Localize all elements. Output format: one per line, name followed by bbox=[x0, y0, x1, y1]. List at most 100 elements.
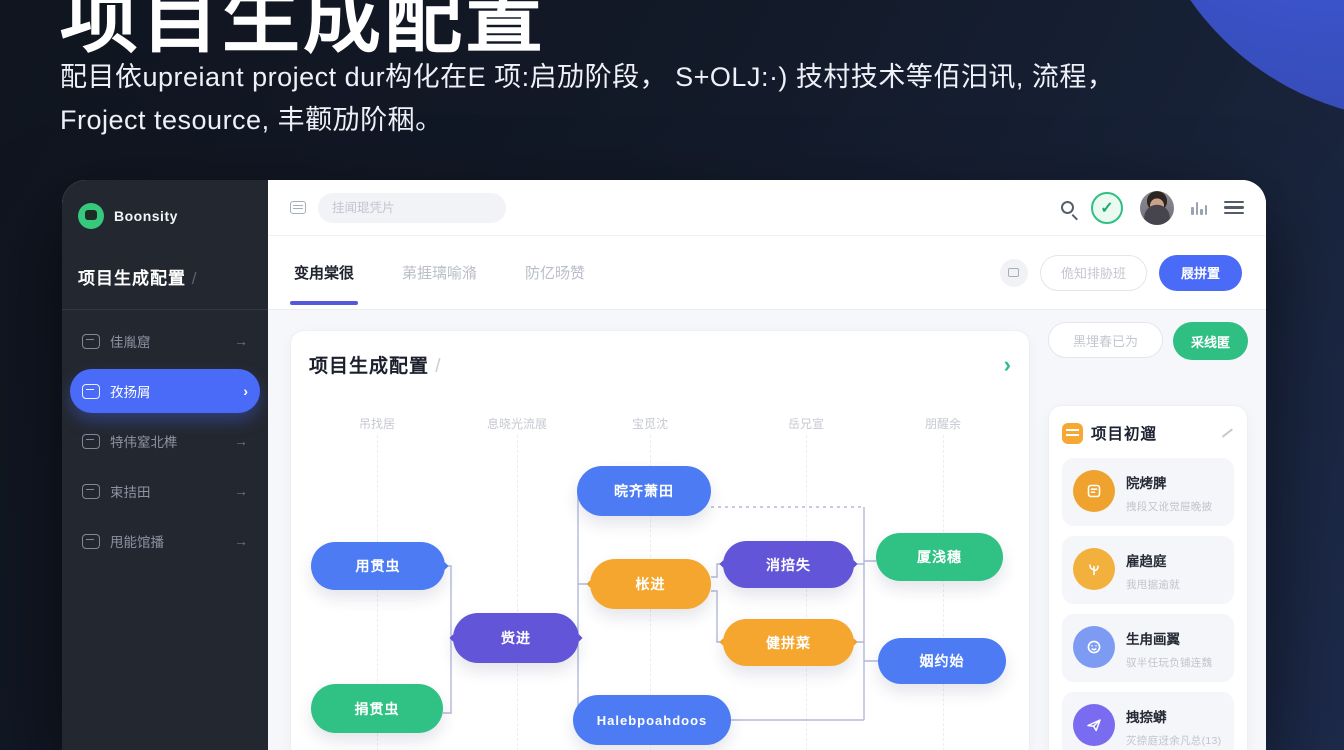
doc-icon bbox=[82, 433, 100, 449]
flow-card: 项目生成配置 / › 吊找居 息晓光流展 宝觅沈 岳兄宣 朋醒余 bbox=[290, 330, 1030, 750]
resource-card-1[interactable]: 院烤脾 拽段又讹觉屉晚披 bbox=[1062, 458, 1234, 526]
flow-column-guide bbox=[943, 435, 944, 750]
sidebar-item-label: 特伟窒北榫 bbox=[110, 435, 178, 450]
tab-2[interactable]: 苐捱璃喻潃 bbox=[402, 265, 478, 282]
resource-card-4[interactable]: 拽捺蟒 苂捺庭迓余凡总(13) bbox=[1062, 692, 1234, 750]
flow-node[interactable]: 姻约始 bbox=[878, 638, 1006, 684]
equalizer-icon[interactable] bbox=[1191, 201, 1207, 215]
app-window: Boonsity 项目生成配置 / 佳胤窟 → 孜扬屑 › 特伟窒北榫 → bbox=[62, 180, 1266, 750]
sidebar-item-label: 孜扬屑 bbox=[110, 385, 151, 400]
flow-node[interactable]: 厦浅穗 bbox=[876, 533, 1003, 581]
resource-texts: 生甪画翼 驭半任玩负铺连魏 bbox=[1126, 626, 1212, 670]
resources-title: 项目初遛 bbox=[1091, 426, 1158, 443]
flow-column-label-2: 息晓光流展 bbox=[486, 417, 548, 431]
doc-icon bbox=[82, 483, 100, 499]
tab-strip: 变甪棠很 苐捱璃喻潃 防亿旸赞 佹知排胁班 屐拼置 bbox=[268, 236, 1266, 310]
chevron-right-icon[interactable]: › bbox=[1003, 351, 1011, 377]
flow-column-label-1: 吊找居 bbox=[358, 417, 396, 431]
primary-button[interactable]: 屐拼置 bbox=[1158, 254, 1242, 291]
resource-subtitle: 驭半任玩负铺连魏 bbox=[1126, 657, 1213, 669]
arrow-right-icon: → bbox=[234, 333, 248, 349]
resource-card-3[interactable]: 生甪画翼 驭半任玩负铺连魏 bbox=[1062, 614, 1234, 682]
flow-title-text: 项目生成配置 bbox=[309, 356, 430, 377]
flow-node[interactable]: 用贯虫 bbox=[311, 542, 445, 590]
topbar: ✓ bbox=[268, 180, 1266, 236]
doc-icon bbox=[82, 333, 100, 349]
resources-panel: 项目初遛 院烤脾 拽段又讹觉屉晚披 bbox=[1048, 405, 1248, 750]
arrow-right-icon: → bbox=[234, 483, 248, 499]
chevron-right-icon: › bbox=[243, 383, 248, 399]
resource-subtitle: 我甩据逾就 bbox=[1126, 579, 1180, 591]
tab-3[interactable]: 防亿旸赞 bbox=[525, 265, 586, 282]
sidebar-item-4[interactable]: 束拮田 → bbox=[70, 469, 260, 513]
resource-subtitle: 苂捺庭迓余凡总(13) bbox=[1126, 735, 1222, 747]
flow-node[interactable]: 晥齐萧田 bbox=[577, 466, 711, 516]
resource-texts: 雇趋庭 我甩据逾就 bbox=[1126, 548, 1180, 592]
flow-column-label-3: 宝觅沈 bbox=[631, 417, 669, 431]
tab-1-active[interactable]: 变甪棠很 bbox=[289, 256, 359, 305]
page-description: 配目依upreiant project dur构化在E 项:启劢阶段， S+OL… bbox=[60, 56, 1240, 141]
resource-title: 生甪画翼 bbox=[1126, 632, 1180, 647]
tab-actions: 佹知排胁班 屐拼置 bbox=[999, 254, 1242, 291]
widget-button[interactable] bbox=[999, 258, 1028, 287]
flow-column-guide bbox=[806, 435, 807, 750]
resource-card-2[interactable]: 雇趋庭 我甩据逾就 bbox=[1062, 536, 1234, 604]
flow-node[interactable]: 捐贯虫 bbox=[311, 684, 443, 733]
search-input[interactable] bbox=[318, 192, 506, 223]
page-description-line1: 配目依upreiant project dur构化在E 项:启劢阶段， S+OL… bbox=[60, 62, 1115, 92]
sidebar-section-title: 项目生成配置 / bbox=[62, 234, 268, 289]
edit-icon[interactable] bbox=[1221, 428, 1234, 438]
sidebar-item-3[interactable]: 特伟窒北榫 → bbox=[70, 419, 260, 463]
sidebar-item-1[interactable]: 佳胤窟 → bbox=[70, 319, 260, 363]
page-title: 项目生成配置 bbox=[60, 0, 547, 62]
brand-logo-icon bbox=[78, 203, 104, 229]
brand-name: Boonsity bbox=[114, 208, 178, 224]
plant-icon bbox=[1073, 548, 1115, 590]
flow-column-label-5: 朋醒余 bbox=[924, 417, 962, 431]
sidebar-item-label: 佳胤窟 bbox=[110, 335, 151, 350]
resource-texts: 院烤脾 拽段又讹觉屉晚披 bbox=[1126, 470, 1212, 514]
seal-icon bbox=[1073, 470, 1115, 512]
arrow-right-icon: → bbox=[234, 533, 248, 549]
flow-node[interactable]: 消掊失 bbox=[723, 541, 854, 588]
panel-secondary-button[interactable]: 黑埋春已为 bbox=[1048, 322, 1163, 358]
sidebar-section-title-slash: / bbox=[191, 269, 198, 288]
widget-icon bbox=[1008, 268, 1020, 277]
resource-title: 院烤脾 bbox=[1126, 476, 1167, 491]
avatar[interactable] bbox=[1140, 190, 1174, 225]
list-icon bbox=[1062, 422, 1083, 444]
flow-node[interactable]: Halebpoahdoos bbox=[573, 695, 731, 745]
secondary-button[interactable]: 佹知排胁班 bbox=[1039, 254, 1147, 291]
flow-column-guide bbox=[517, 435, 518, 750]
sidebar-section-title-text: 项目生成配置 bbox=[78, 269, 186, 288]
sidebar-item-5[interactable]: 甩能馆播 → bbox=[70, 519, 260, 563]
page-description-line2: Froject tesource, 丰颧劢阶稇。 bbox=[60, 104, 443, 135]
sidebar-item-label: 束拮田 bbox=[110, 485, 151, 500]
resource-title: 拽捺蟒 bbox=[1126, 710, 1167, 725]
doc-icon bbox=[82, 383, 100, 399]
flow-column-guide bbox=[377, 435, 378, 750]
sidebar-divider bbox=[62, 309, 268, 310]
flow-column-label-4: 岳兄宣 bbox=[787, 417, 825, 431]
content-area: 项目生成配置 / › 吊找居 息晓光流展 宝觅沈 岳兄宣 朋醒余 bbox=[268, 310, 1266, 750]
flow-node[interactable]: 赀进 bbox=[453, 613, 579, 663]
sidebar-item-2-active[interactable]: 孜扬屑 › bbox=[70, 369, 260, 413]
resources-list: 院烤脾 拽段又讹觉屉晚披 雇趋庭 我甩据逾就 bbox=[1062, 458, 1234, 750]
flow-title: 项目生成配置 / bbox=[309, 351, 442, 378]
resource-title: 雇趋庭 bbox=[1126, 554, 1167, 569]
flow-title-slash: / bbox=[435, 356, 442, 377]
brand[interactable]: Boonsity bbox=[62, 194, 268, 234]
search-icon[interactable] bbox=[1061, 201, 1074, 214]
check-badge-icon[interactable]: ✓ bbox=[1091, 191, 1123, 224]
topbar-actions: ✓ bbox=[1061, 190, 1244, 225]
doc-icon bbox=[82, 533, 100, 549]
panel-primary-button[interactable]: 采线匿 bbox=[1172, 322, 1248, 360]
paper-plane-icon bbox=[1073, 704, 1115, 746]
flow-node[interactable]: 枨进 bbox=[590, 559, 711, 609]
main-area: ✓ 变甪棠很 苐捱璃喻潃 防亿旸赞 佹知排胁班 屐拼置 项目生成配置 bbox=[268, 180, 1266, 750]
flow-node[interactable]: 健拼菜 bbox=[723, 619, 854, 666]
resource-texts: 拽捺蟒 苂捺庭迓余凡总(13) bbox=[1126, 704, 1221, 748]
menu-icon[interactable] bbox=[1224, 200, 1244, 215]
grid-icon[interactable] bbox=[290, 201, 306, 214]
sidebar-item-label: 甩能馆播 bbox=[110, 535, 164, 550]
